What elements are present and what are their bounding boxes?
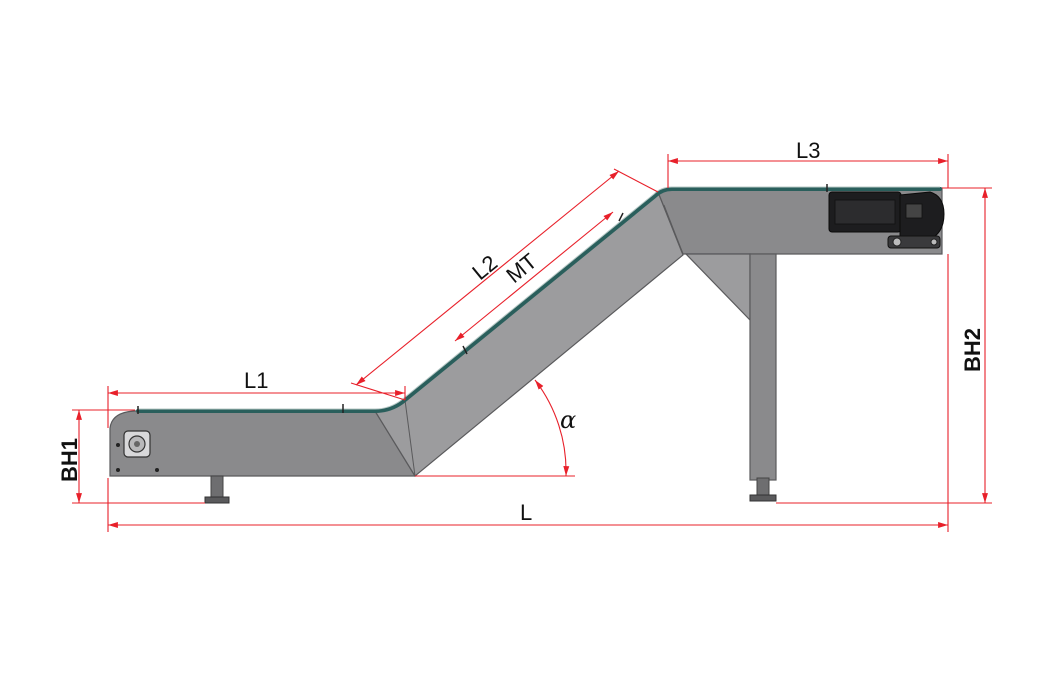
foot-left (204, 475, 230, 504)
label-l2: L2 (467, 250, 502, 285)
support-gusset (684, 253, 751, 322)
incline-section (373, 191, 684, 477)
support-leg (749, 253, 777, 481)
label-l3: L3 (796, 138, 820, 163)
dimension-l1: L1 (107, 368, 406, 428)
seam-lower (404, 399, 416, 477)
dimension-alpha: α (415, 379, 576, 477)
label-l: L (520, 500, 532, 525)
tail-bearing (116, 430, 159, 472)
label-mt: MT (501, 248, 541, 287)
conveyor-frame (109, 187, 943, 504)
dimension-l: L (107, 254, 949, 532)
dimension-bh1: BH1 (57, 409, 205, 504)
lower-section (109, 410, 417, 477)
label-alpha: α (560, 406, 576, 434)
drive-motor (828, 191, 945, 249)
label-bh1: BH1 (57, 438, 82, 482)
label-bh2: BH2 (960, 328, 985, 372)
dimension-l3: L3 (667, 138, 949, 188)
label-l1: L1 (244, 368, 268, 393)
foot-right (749, 477, 777, 502)
seam-upper (663, 204, 684, 255)
dimension-bh2: BH2 (776, 187, 992, 504)
